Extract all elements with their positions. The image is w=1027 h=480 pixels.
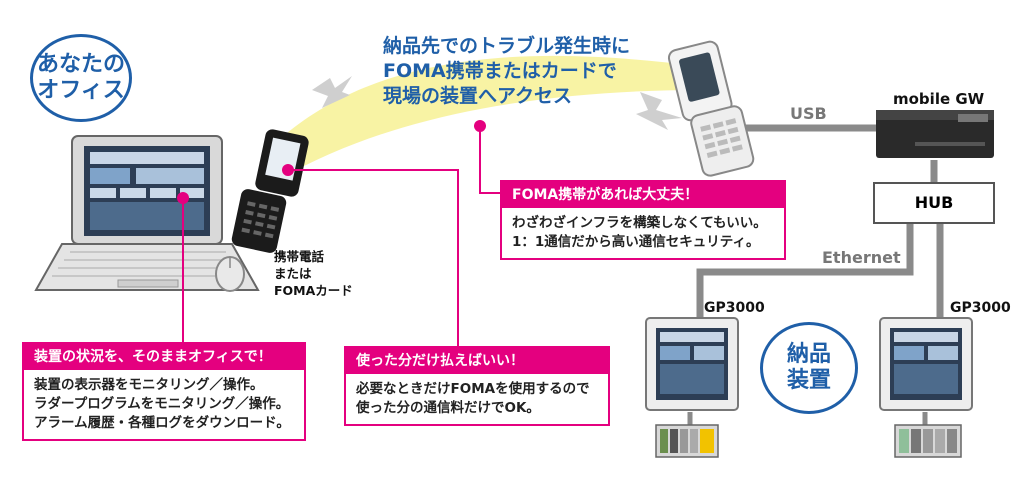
callout-foma-title: FOMA携帯があれば大丈夫！ <box>502 182 784 208</box>
phone-caption-line1: 携帯電話 <box>274 249 325 264</box>
connector-foma <box>479 126 500 194</box>
flip-phone-right-icon <box>667 40 755 177</box>
site-label-line1: 納品 <box>786 341 831 367</box>
callout-foma: FOMA携帯があれば大丈夫！ わざわざインフラを構築しなくてもいい。 1：1通信… <box>500 180 786 260</box>
laptop-icon <box>34 135 260 292</box>
mobile-gw-label: mobile GW <box>893 90 985 108</box>
ethernet-cable-left <box>696 224 914 322</box>
usb-label: USB <box>790 104 827 123</box>
callout-foma-line1: わざわざインフラを構築しなくてもいい。 <box>512 215 767 231</box>
wireless-beam <box>268 55 700 178</box>
callout-office-line1: 装置の表示器をモニタリング／操作。 <box>34 377 264 393</box>
callout-office-line3: アラーム履歴・各種ログをダウンロード。 <box>34 415 290 431</box>
mobile-gw-device <box>876 110 994 158</box>
ethernet-label: Ethernet <box>822 248 901 267</box>
callout-pay-line2: 使った分の通信料だけでOK。 <box>356 400 540 416</box>
callout-office-line2: ラダープログラムをモニタリング／操作。 <box>34 396 290 412</box>
connector-pay <box>288 169 459 348</box>
callout-foma-line2: 1：1通信だから高い通信セキュリティ。 <box>512 234 760 250</box>
site-circle-label: 納品 装置 <box>760 322 858 414</box>
gp-left-label: GP3000 <box>704 300 765 316</box>
callout-pay-title: 使った分だけ払えばいい！ <box>346 348 608 374</box>
headline-line2: FOMA携帯またはカードで <box>383 60 617 82</box>
phone-caption-line2: または <box>274 266 312 281</box>
gp3000-right-device <box>879 317 973 411</box>
callout-office-title: 装置の状況を、そのままオフィスで！ <box>24 344 304 370</box>
gp3000-left-device <box>645 317 739 411</box>
office-circle-label: あなたの オフィス <box>30 34 132 122</box>
phone-caption: 携帯電話 または FOMAカード <box>274 248 353 299</box>
callout-pay: 使った分だけ払えばいい！ 必要なときだけFOMAを使用するので 使った分の通信料… <box>344 346 610 426</box>
signal-bolt-right-icon <box>636 92 682 130</box>
headline-line3: 現場の装置へアクセス <box>383 85 573 107</box>
headline: 納品先でのトラブル発生時に FOMA携帯またはカードで 現場の装置へアクセス <box>383 34 630 109</box>
office-label-line2: オフィス <box>37 78 125 103</box>
connector-dot-foma <box>474 120 486 132</box>
connector-dot-laptop <box>177 192 189 204</box>
gp-right-label: GP3000 <box>950 300 1011 316</box>
headline-line1: 納品先でのトラブル発生時に <box>383 35 631 57</box>
callout-pay-line1: 必要なときだけFOMAを使用するので <box>356 381 590 397</box>
site-label-line2: 装置 <box>786 368 831 393</box>
plc-right-device <box>894 424 962 458</box>
plc-left-device <box>655 424 719 458</box>
hub-box: HUB <box>873 182 995 224</box>
connector-dot-phone <box>282 164 294 176</box>
office-label-line1: あなたの <box>36 51 125 77</box>
phone-caption-line3: FOMAカード <box>274 283 353 298</box>
signal-bolt-left-icon <box>312 76 352 108</box>
flip-phone-left-icon <box>231 129 309 253</box>
callout-office: 装置の状況を、そのままオフィスで！ 装置の表示器をモニタリング／操作。 ラダープ… <box>22 342 306 441</box>
